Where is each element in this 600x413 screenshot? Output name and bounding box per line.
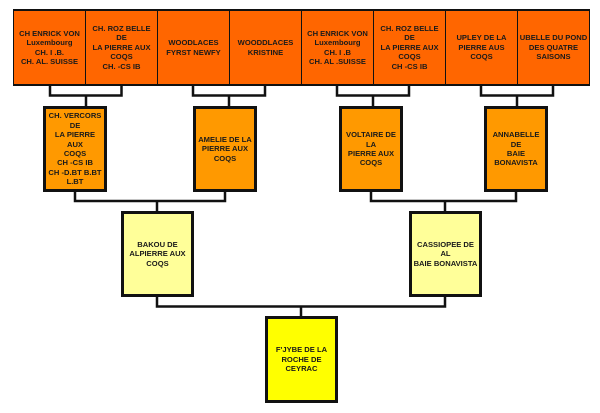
great-grandparent-box[interactable]: CH. ROZ BELLE DE LA PIERRE AUX COQS CH. … [85,9,158,86]
great-grandparent-box[interactable]: CH ENRICK VON Luxembourg CH. I .B. CH. A… [13,9,86,86]
connector [335,85,411,97]
grandparent-box[interactable]: CH. VERCORS DE LA PIERRE AUX COQS CH -CS… [43,106,107,192]
great-grandparent-box[interactable]: WOODLACES FYRST NEWFY [157,9,230,86]
great-grandparent-box[interactable]: UPLEY DE LA PIERRE AUS COQS [445,9,518,86]
connector [48,85,123,97]
connector [191,85,267,97]
connector [155,297,447,308]
grandparent-box[interactable]: ANNABELLE DE BAIE BONAVISTA [484,106,548,192]
connector [479,85,555,97]
connector [73,191,227,203]
great-grandparent-box[interactable]: CH. ROZ BELLE DE LA PIERRE AUX COQS CH -… [373,9,446,86]
grandparent-box[interactable]: AMELIE DE LA PIERRE AUX COQS [193,106,257,192]
great-grandparent-box[interactable]: WOODDLACES KRISTINE [229,9,302,86]
grandparent-box[interactable]: VOLTAIRE DE LA PIERRE AUX COQS [339,106,403,192]
connector [369,191,518,203]
sire-box[interactable]: BAKOU DE ALPIERRE AUX COQS [121,211,194,297]
great-grandparent-box[interactable]: UBELLE DU POND DES QUATRE SAISONS [517,9,590,86]
subject-box[interactable]: F'JYBE DE LA ROCHE DE CEYRAC [265,316,338,403]
dam-box[interactable]: CASSIOPEE DE AL BAIE BONAVISTA [409,211,482,297]
great-grandparent-box[interactable]: CH ENRICK VON Luxembourg CH. I .B CH. AL… [301,9,374,86]
